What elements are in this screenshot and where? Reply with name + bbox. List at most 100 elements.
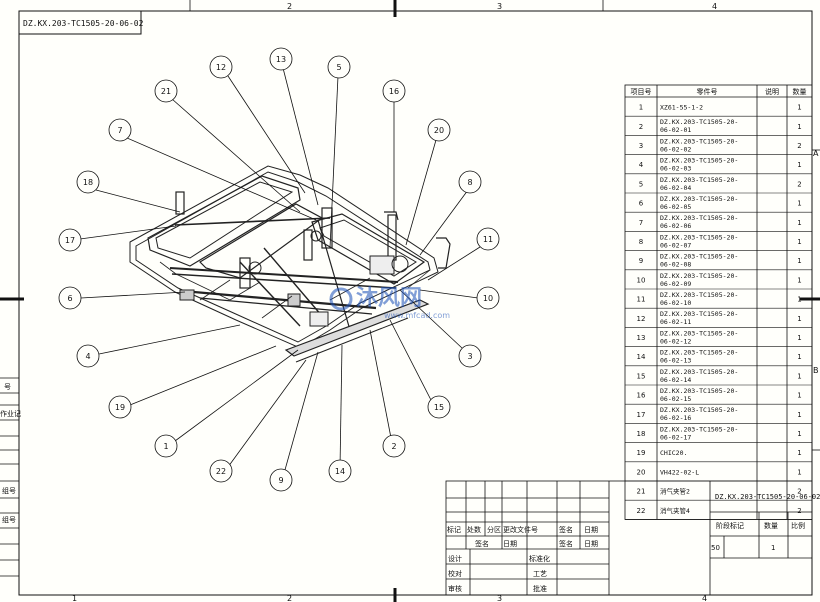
left-strip-label: 组号 bbox=[2, 515, 16, 524]
bom-quantity: 1 bbox=[797, 315, 801, 323]
tb-sign-3: 签名 bbox=[559, 539, 573, 548]
bom-part-number: DZ.KX.203-TC1505-20- bbox=[660, 176, 738, 184]
balloon: 10 bbox=[476, 286, 500, 310]
bom-part-number: XZ61-55-1-2 bbox=[660, 104, 703, 112]
tb-process: 工艺 bbox=[533, 570, 547, 578]
bom-part-number: DZ.KX.203-TC1505-20- bbox=[660, 253, 738, 261]
bom-quantity: 1 bbox=[797, 200, 801, 208]
balloon-label: 15 bbox=[434, 403, 444, 412]
bom-quantity: 2 bbox=[797, 180, 801, 188]
bom-item-number: 13 bbox=[637, 334, 646, 342]
bom-item-number: 17 bbox=[637, 411, 646, 419]
bom-part-number: DZ.KX.203-TC1505-20- bbox=[660, 368, 738, 376]
tb-check: 校对 bbox=[448, 569, 462, 578]
zone-right-a: A bbox=[813, 149, 819, 158]
balloon-label: 11 bbox=[483, 235, 493, 244]
zone-bottom-3: 3 bbox=[497, 594, 502, 602]
bom-part-number: 06-02-08 bbox=[660, 261, 691, 269]
bom-part-number: 06-02-13 bbox=[660, 357, 691, 365]
balloon-label: 6 bbox=[67, 294, 72, 303]
bom-item-number: 21 bbox=[637, 488, 646, 496]
tb-drawing-number: DZ.KX.203-TC1505-20-06-02 bbox=[715, 493, 820, 501]
tb-stage-header: 阶段标记 bbox=[716, 521, 744, 530]
bom-quantity: 1 bbox=[797, 411, 801, 419]
hook bbox=[384, 211, 399, 221]
left-strip-label: 作业记 bbox=[0, 409, 21, 418]
mount-block bbox=[179, 289, 195, 301]
balloon: 5 bbox=[327, 55, 351, 79]
bom-item-number: 11 bbox=[637, 296, 646, 304]
title-block-text: 标记 处数 分区 更改文件号 签名 日期 签名 日期 签名 日期 设计 标准化 … bbox=[447, 493, 820, 593]
bom-quantity: 1 bbox=[797, 219, 801, 227]
zone-bottom-1: 1 bbox=[72, 594, 77, 602]
zone-top-2: 2 bbox=[287, 2, 292, 11]
balloon-label: 18 bbox=[83, 178, 93, 187]
bom-item-number: 7 bbox=[639, 219, 643, 227]
balloon-label: 9 bbox=[278, 476, 283, 485]
balloon: 3 bbox=[458, 344, 482, 368]
bom-quantity: 1 bbox=[797, 123, 801, 131]
bom-part-number: DZ.KX.203-TC1505-20- bbox=[660, 157, 738, 165]
bom-item-number: 14 bbox=[637, 353, 646, 361]
bom-part-number: DZ.KX.203-TC1505-20- bbox=[660, 291, 738, 299]
guide-rail bbox=[284, 299, 430, 357]
watermark-url: www.mfcad.com bbox=[384, 311, 450, 320]
rail-center bbox=[169, 267, 399, 283]
post bbox=[303, 229, 313, 261]
bom-part-number: 06-02-15 bbox=[660, 395, 691, 403]
bom-quantity: 1 bbox=[797, 276, 801, 284]
watermark: 沐风网 www.mfcad.com bbox=[329, 286, 450, 320]
watermark-logo-icon bbox=[329, 287, 353, 311]
bom-part-number: VH422-02-L bbox=[660, 468, 699, 476]
bom-part-number: 06-02-05 bbox=[660, 203, 691, 211]
tb-review: 审核 bbox=[448, 584, 462, 593]
bom-part-number: DZ.KX.203-TC1505-20- bbox=[660, 310, 738, 318]
bom-item-number: 1 bbox=[639, 104, 643, 112]
right-window bbox=[311, 213, 426, 285]
balloon: 14 bbox=[328, 459, 352, 483]
balloon: 6 bbox=[58, 286, 82, 310]
bom-part-number: 06-02-12 bbox=[660, 337, 691, 345]
rail-upper bbox=[174, 217, 331, 226]
bom-quantity: 1 bbox=[797, 257, 801, 265]
watermark-text: 沐风网 bbox=[356, 286, 422, 311]
zone-top-4: 4 bbox=[712, 2, 717, 11]
bom-part-number: 06-02-07 bbox=[660, 241, 691, 249]
bom-header: 零件号 bbox=[697, 87, 718, 96]
balloon: 11 bbox=[476, 227, 500, 251]
drawing-id: DZ.KX.203-TC1505-20-06-02 bbox=[23, 19, 144, 28]
assembly-isometric-view bbox=[129, 165, 451, 363]
bom-item-number: 3 bbox=[639, 142, 643, 150]
cylinder bbox=[310, 230, 322, 242]
balloon-label: 1 bbox=[163, 442, 168, 451]
balloon: 22 bbox=[209, 459, 233, 483]
bom-quantity: 1 bbox=[797, 334, 801, 342]
bom-header: 项目号 bbox=[631, 88, 652, 96]
bom-quantity: 2 bbox=[797, 142, 801, 150]
tb-date-2: 日期 bbox=[503, 540, 517, 548]
middle-window bbox=[199, 203, 324, 279]
balloon: 2 bbox=[382, 434, 406, 458]
bom-quantity: 1 bbox=[797, 392, 801, 400]
bom-quantity: 1 bbox=[797, 104, 801, 112]
bom-item-number: 2 bbox=[639, 123, 643, 131]
balloon-label: 20 bbox=[434, 126, 444, 135]
balloon-label: 5 bbox=[336, 63, 341, 72]
bom-quantity: 1 bbox=[797, 430, 801, 438]
bom-item-number: 8 bbox=[639, 238, 643, 246]
bom-part-number: DZ.KX.203-TC1505-20- bbox=[660, 272, 738, 280]
balloon-label: 4 bbox=[85, 352, 90, 361]
bom-part-number: DZ.KX.203-TC1505-20- bbox=[660, 406, 738, 414]
bom-part-number: 06-02-02 bbox=[660, 145, 691, 153]
bom-part-number: 06-02-11 bbox=[660, 318, 691, 326]
balloon: 15 bbox=[427, 395, 451, 419]
bom-part-number: 06-02-16 bbox=[660, 414, 691, 422]
post bbox=[387, 214, 397, 261]
tb-design: 设计 bbox=[448, 554, 462, 563]
balloon: 1 bbox=[154, 434, 178, 458]
bom-quantity: 1 bbox=[797, 161, 801, 169]
left-strip-label: 号 bbox=[4, 383, 11, 391]
balloon-callouts: 12 13 5 16 21 7 20 8 18 11 17 6 10 3 4 1… bbox=[58, 47, 500, 492]
balloon: 4 bbox=[76, 344, 100, 368]
